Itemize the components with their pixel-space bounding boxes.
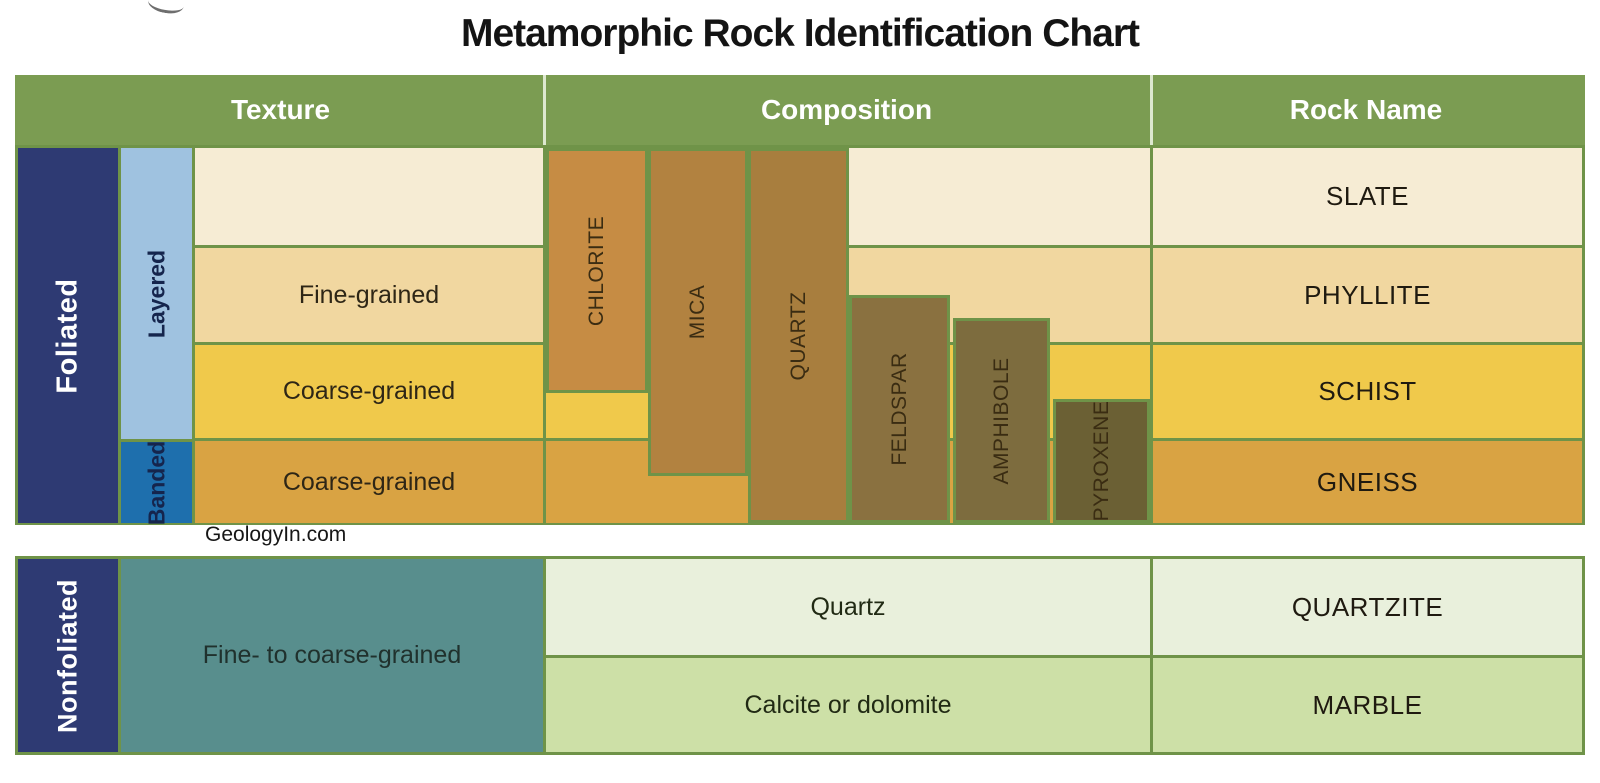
composition-cell-quartz: Quartz (546, 559, 1150, 655)
header-texture: Texture (18, 75, 543, 145)
texture-row-slate (195, 148, 543, 245)
texture-row-gneiss: Coarse-grained (195, 441, 543, 523)
rock-name-quartzite: QUARTZITE (1291, 591, 1444, 622)
pyroxene-bar: PYROXENE (1053, 399, 1150, 523)
feldspar-label: FELDSPAR (887, 352, 911, 466)
watermark-text: GeologyIn.com (205, 523, 347, 546)
rock-cell-slate: SLATE (1153, 148, 1582, 245)
header-divider-1 (543, 75, 546, 145)
rock-name-gneiss: GNEISS (1316, 466, 1419, 497)
header-composition: Composition (543, 75, 1150, 145)
texture-row-phyllite: Fine-grained (195, 248, 543, 342)
texture-row-gneiss-label: Coarse-grained (282, 467, 456, 496)
texture-row-schist-label: Coarse-grained (282, 377, 456, 405)
texture-row-schist: Coarse-grained (195, 345, 543, 438)
rock-name-phyllite: PHYLLITE (1304, 279, 1431, 310)
header-rock-name-label: Rock Name (1289, 94, 1443, 125)
pyroxene-label: PYROXENE (1089, 400, 1113, 522)
rock-name-slate: SLATE (1326, 181, 1409, 211)
mica-bar: MICA (648, 148, 748, 476)
header-divider-2 (1150, 75, 1153, 145)
layered-label: Layered (143, 249, 169, 338)
nonfoliated-texture-label: Fine- to coarse-grained (202, 641, 462, 669)
amphibole-label: AMPHIBOLE (989, 356, 1013, 485)
feldspar-bar: FELDSPAR (849, 295, 950, 523)
chart-title: Metamorphic Rock Identification Chart (460, 12, 1140, 55)
amphibole-bar: AMPHIBOLE (953, 318, 1050, 523)
rock-cell-marble: MARBLE (1153, 658, 1582, 752)
mica-label: MICA (686, 284, 709, 340)
header-rock-name: Rock Name (1150, 75, 1582, 145)
quartz-label: QUARTZ (786, 291, 810, 380)
nonfoliated-table: Nonfoliated Fine- to coarse-grained Quar… (15, 556, 1585, 755)
quartz-bar: QUARTZ (748, 148, 849, 523)
rock-cell-phyllite: PHYLLITE (1153, 248, 1582, 342)
composition-cell-calcite: Calcite or dolomite (546, 658, 1150, 752)
layered-cell: Layered (121, 148, 192, 439)
foliated-group-cell: Foliated (18, 148, 118, 523)
rock-name-schist: SCHIST (1318, 376, 1417, 406)
header-composition-label: Composition (760, 94, 933, 125)
foliated-table: Texture Composition Rock Name Foliated L… (15, 75, 1585, 525)
rock-cell-schist: SCHIST (1153, 345, 1582, 438)
rock-name-marble: MARBLE (1312, 689, 1423, 720)
chlorite-bar: CHLORITE (546, 148, 648, 393)
header-texture-label: Texture (230, 94, 331, 125)
rock-cell-gneiss: GNEISS (1153, 441, 1582, 523)
banded-cell: Banded (121, 440, 192, 525)
nonfoliated-group-label: Nonfoliated (52, 578, 83, 733)
foliated-group-label: Foliated (51, 277, 84, 394)
header-band (15, 75, 1585, 145)
nonfoliated-group-cell: Nonfoliated (18, 559, 118, 752)
composition-quartz-label: Quartz (810, 592, 886, 621)
nonfoliated-texture-cell: Fine- to coarse-grained (121, 559, 543, 752)
composition-calcite-label: Calcite or dolomite (744, 690, 952, 719)
texture-row-phyllite-label: Fine-grained (298, 280, 440, 309)
chlorite-label: CHLORITE (585, 215, 608, 326)
banded-label: Banded (143, 440, 169, 525)
rock-cell-quartzite: QUARTZITE (1153, 559, 1582, 655)
